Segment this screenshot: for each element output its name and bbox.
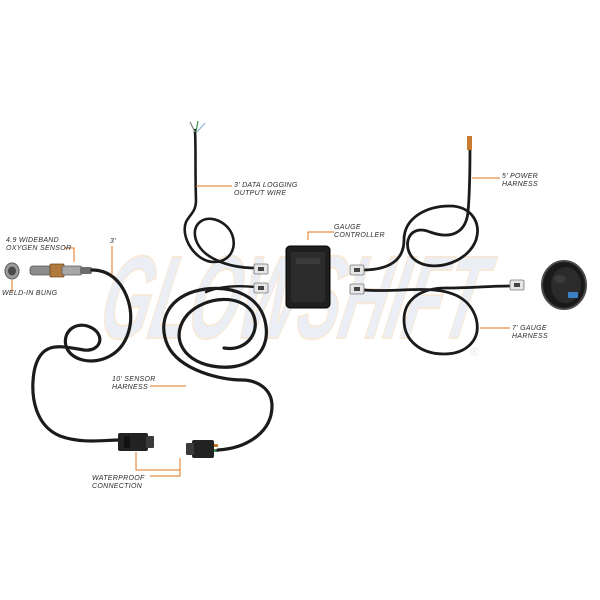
sensor-harness-lead	[204, 284, 258, 294]
gauge-harness-plug-gauge	[509, 279, 525, 291]
label-weld-in-bung: WELD-IN BUNG	[2, 290, 58, 297]
label-gauge-controller: GAUGE CONTROLLER	[334, 224, 385, 239]
leader-lines	[11, 177, 510, 477]
waterproof-connector-female	[186, 440, 218, 458]
label-gauge-harness: 7' GAUGE HARNESS	[512, 325, 548, 340]
leader-gauge-controller	[307, 231, 334, 240]
label-data-logging: 3' DATA LOGGING OUTPUT WIRE	[234, 182, 298, 197]
data-logging-plug	[253, 263, 269, 275]
leader-o2-sensor	[64, 247, 75, 262]
gauge-controller	[285, 245, 331, 309]
svg-text:®: ®	[470, 345, 479, 359]
data-logging-wire-leads	[189, 120, 206, 133]
label-power-harness: 5' POWER HARNESS	[502, 173, 539, 188]
label-o2-sensor: 4.9 WIDEBAND OXYGEN SENSOR	[6, 237, 72, 252]
waterproof-connector-male	[118, 433, 154, 451]
label-waterproof: WATERPROOF CONNECTION	[92, 475, 145, 490]
leader-waterproof	[150, 458, 181, 477]
power-harness-cable	[360, 144, 479, 272]
gauge-harness-plug-controller	[349, 283, 365, 295]
sensor-harness-cable	[162, 286, 274, 452]
power-harness-plug	[349, 264, 365, 276]
oxygen-sensor	[29, 263, 92, 278]
label-sensor-lead: 3'	[110, 238, 116, 245]
power-harness-tip	[467, 136, 472, 150]
gauge-harness-cable	[362, 284, 514, 356]
wideband-gauge	[541, 260, 587, 310]
weld-in-bung	[4, 262, 20, 280]
sensor-lead-cable	[31, 268, 133, 443]
label-sensor-harness: 10' SENSOR HARNESS	[112, 376, 156, 391]
data-logging-wire	[183, 128, 258, 270]
leader-waterproof-join	[135, 452, 180, 471]
sensor-harness-plug	[253, 282, 269, 294]
